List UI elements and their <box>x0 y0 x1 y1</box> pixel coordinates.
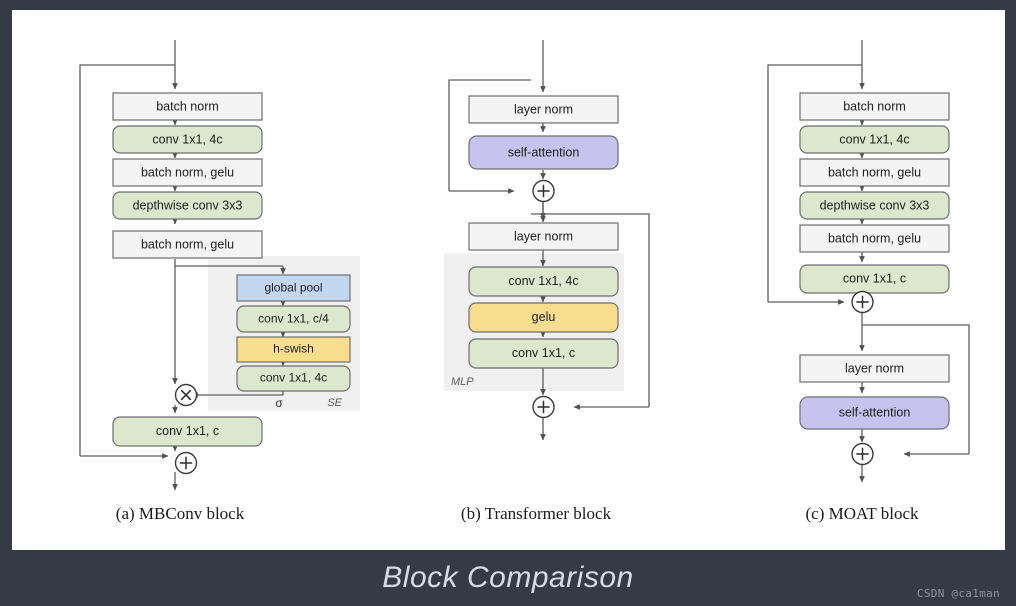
block-c-depthwise-conv[interactable] <box>799 191 950 220</box>
block-b-gelu[interactable] <box>468 302 619 333</box>
c-residual-path-2 <box>862 324 970 457</box>
block-c-conv-c[interactable] <box>799 264 950 294</box>
block-c-batch-norm-gelu-2[interactable] <box>799 224 950 253</box>
block-b-conv-4c[interactable] <box>468 266 619 297</box>
a-trunk-lines <box>172 40 286 491</box>
page-title: Block Comparison <box>382 561 634 594</box>
caption-mbconv: (a) MBConv block <box>116 504 245 523</box>
b-residual-path-1 <box>448 79 531 194</box>
block-a-conv-4c[interactable] <box>112 125 263 154</box>
watermark: CSDN @ca1man <box>916 587 1000 600</box>
block-b-conv-c[interactable] <box>468 338 619 369</box>
caption-transformer: (b) Transformer block <box>461 504 612 523</box>
block-a-global-pool[interactable] <box>236 274 351 302</box>
column-mbconv: batch norm conv 1x1, 4c batch norm, gelu… <box>79 40 360 523</box>
block-c-batch-norm-gelu[interactable] <box>799 158 950 187</box>
block-b-layer-norm[interactable] <box>468 95 619 124</box>
block-c-layer-norm[interactable] <box>799 354 950 383</box>
figure-panel: batch norm conv 1x1, 4c batch norm, gelu… <box>12 10 1005 550</box>
block-a-conv-c4[interactable] <box>236 305 351 333</box>
block-c-self-attention[interactable] <box>799 396 950 430</box>
operator-a-multiply <box>174 383 198 407</box>
caption-moat: (c) MOAT block <box>806 504 919 523</box>
operator-a-add <box>174 451 198 475</box>
a-residual-path <box>79 64 175 459</box>
c-residual-path-1 <box>767 64 862 305</box>
block-a-batch-norm-gelu-2[interactable] <box>112 230 263 259</box>
block-b-self-attention[interactable] <box>468 135 619 170</box>
b-residual-path-2 <box>531 213 650 410</box>
sigma-label: σ <box>275 398 282 410</box>
block-a-depthwise-conv[interactable] <box>112 191 263 220</box>
column-transformer: layer norm self-attention layer norm con… <box>444 40 650 523</box>
column-moat: batch norm conv 1x1, 4c batch norm, gelu… <box>767 40 970 523</box>
title-bar: Block Comparison CSDN @ca1man <box>0 550 1016 606</box>
block-a-conv-c[interactable] <box>112 416 263 447</box>
block-c-batch-norm[interactable] <box>799 92 950 121</box>
block-a-hswish[interactable] <box>236 336 351 363</box>
operator-c-add-2 <box>851 442 874 466</box>
operator-c-add-1 <box>851 290 874 314</box>
operator-b-add-1 <box>532 179 555 203</box>
block-a-batch-norm-gelu[interactable] <box>112 158 263 187</box>
block-a-conv-4c-se[interactable] <box>236 365 351 392</box>
block-comparison-diagram: batch norm conv 1x1, 4c batch norm, gelu… <box>79 40 970 523</box>
mlp-group-label: MLP <box>451 376 474 388</box>
block-c-conv-4c[interactable] <box>799 125 950 154</box>
operator-b-add-2 <box>532 395 555 419</box>
block-b-layer-norm-2[interactable] <box>468 222 619 251</box>
se-group-label: SE <box>327 397 342 409</box>
block-a-batch-norm[interactable] <box>112 92 263 121</box>
